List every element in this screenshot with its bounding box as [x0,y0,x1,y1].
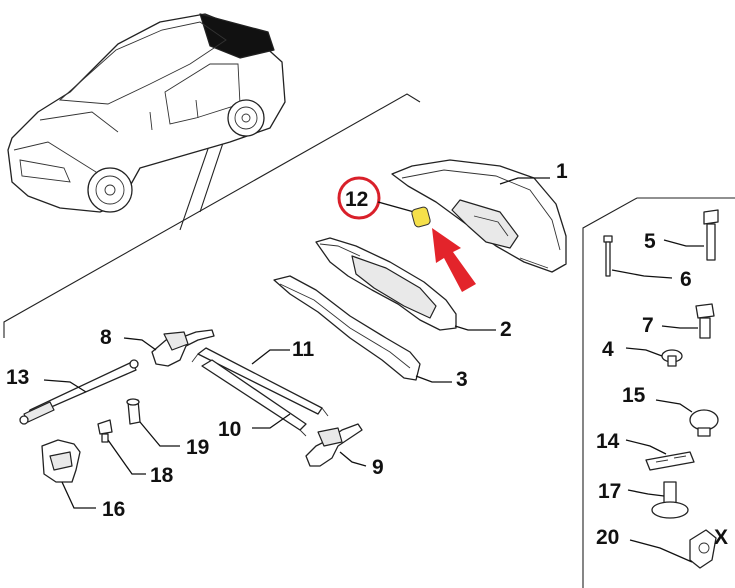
part-20-striker [629,529,717,569]
label-12: 12 [345,188,368,211]
part-15-clip [655,399,719,437]
part-18-screw [97,419,146,475]
part-12-highlight [337,176,476,292]
part-labels: 1 2 3 4 5 6 7 8 9 10 11 12 13 14 15 16 1… [6,160,728,549]
car-illustration [7,13,286,213]
label-11: 11 [292,338,315,361]
part-3-weatherstrip [273,275,452,383]
label-8: 8 [100,326,112,349]
part-1-trunk-lid [391,159,567,273]
part-10-11-torsion-rods [191,347,329,437]
label-4: 4 [602,338,614,361]
label-13: 13 [6,366,29,389]
label-6: 6 [680,268,692,291]
red-arrow [432,228,476,292]
part-17-stud [627,481,689,519]
label-19: 19 [186,436,209,459]
part-8-hinge [123,329,215,367]
label-2: 2 [500,318,512,341]
part-9-hinge [305,423,367,467]
label-17: 17 [598,480,621,503]
part-7-bolt [661,303,715,339]
part-16-lock [41,439,96,509]
label-1: 1 [556,160,568,183]
label-10: 10 [218,418,241,441]
part-12-plug [411,206,431,228]
corner-mark: X [714,526,728,549]
part-12-highlight-circle [337,176,381,220]
part-13-gas-strut [19,359,139,425]
label-7: 7 [642,314,654,337]
part-2-inner-trim [315,237,496,331]
label-5: 5 [644,230,656,253]
label-16: 16 [102,498,125,521]
label-20: 20 [596,526,619,549]
part-14-clip [625,439,695,471]
part-4-clip [625,347,683,367]
part-6-pin [603,235,673,279]
part-19-bump-stop [126,398,180,447]
label-14: 14 [596,430,620,453]
label-15: 15 [622,384,646,407]
part-5-bolt [663,209,719,261]
label-3: 3 [456,368,468,391]
label-18: 18 [150,464,174,487]
label-9: 9 [372,456,384,479]
